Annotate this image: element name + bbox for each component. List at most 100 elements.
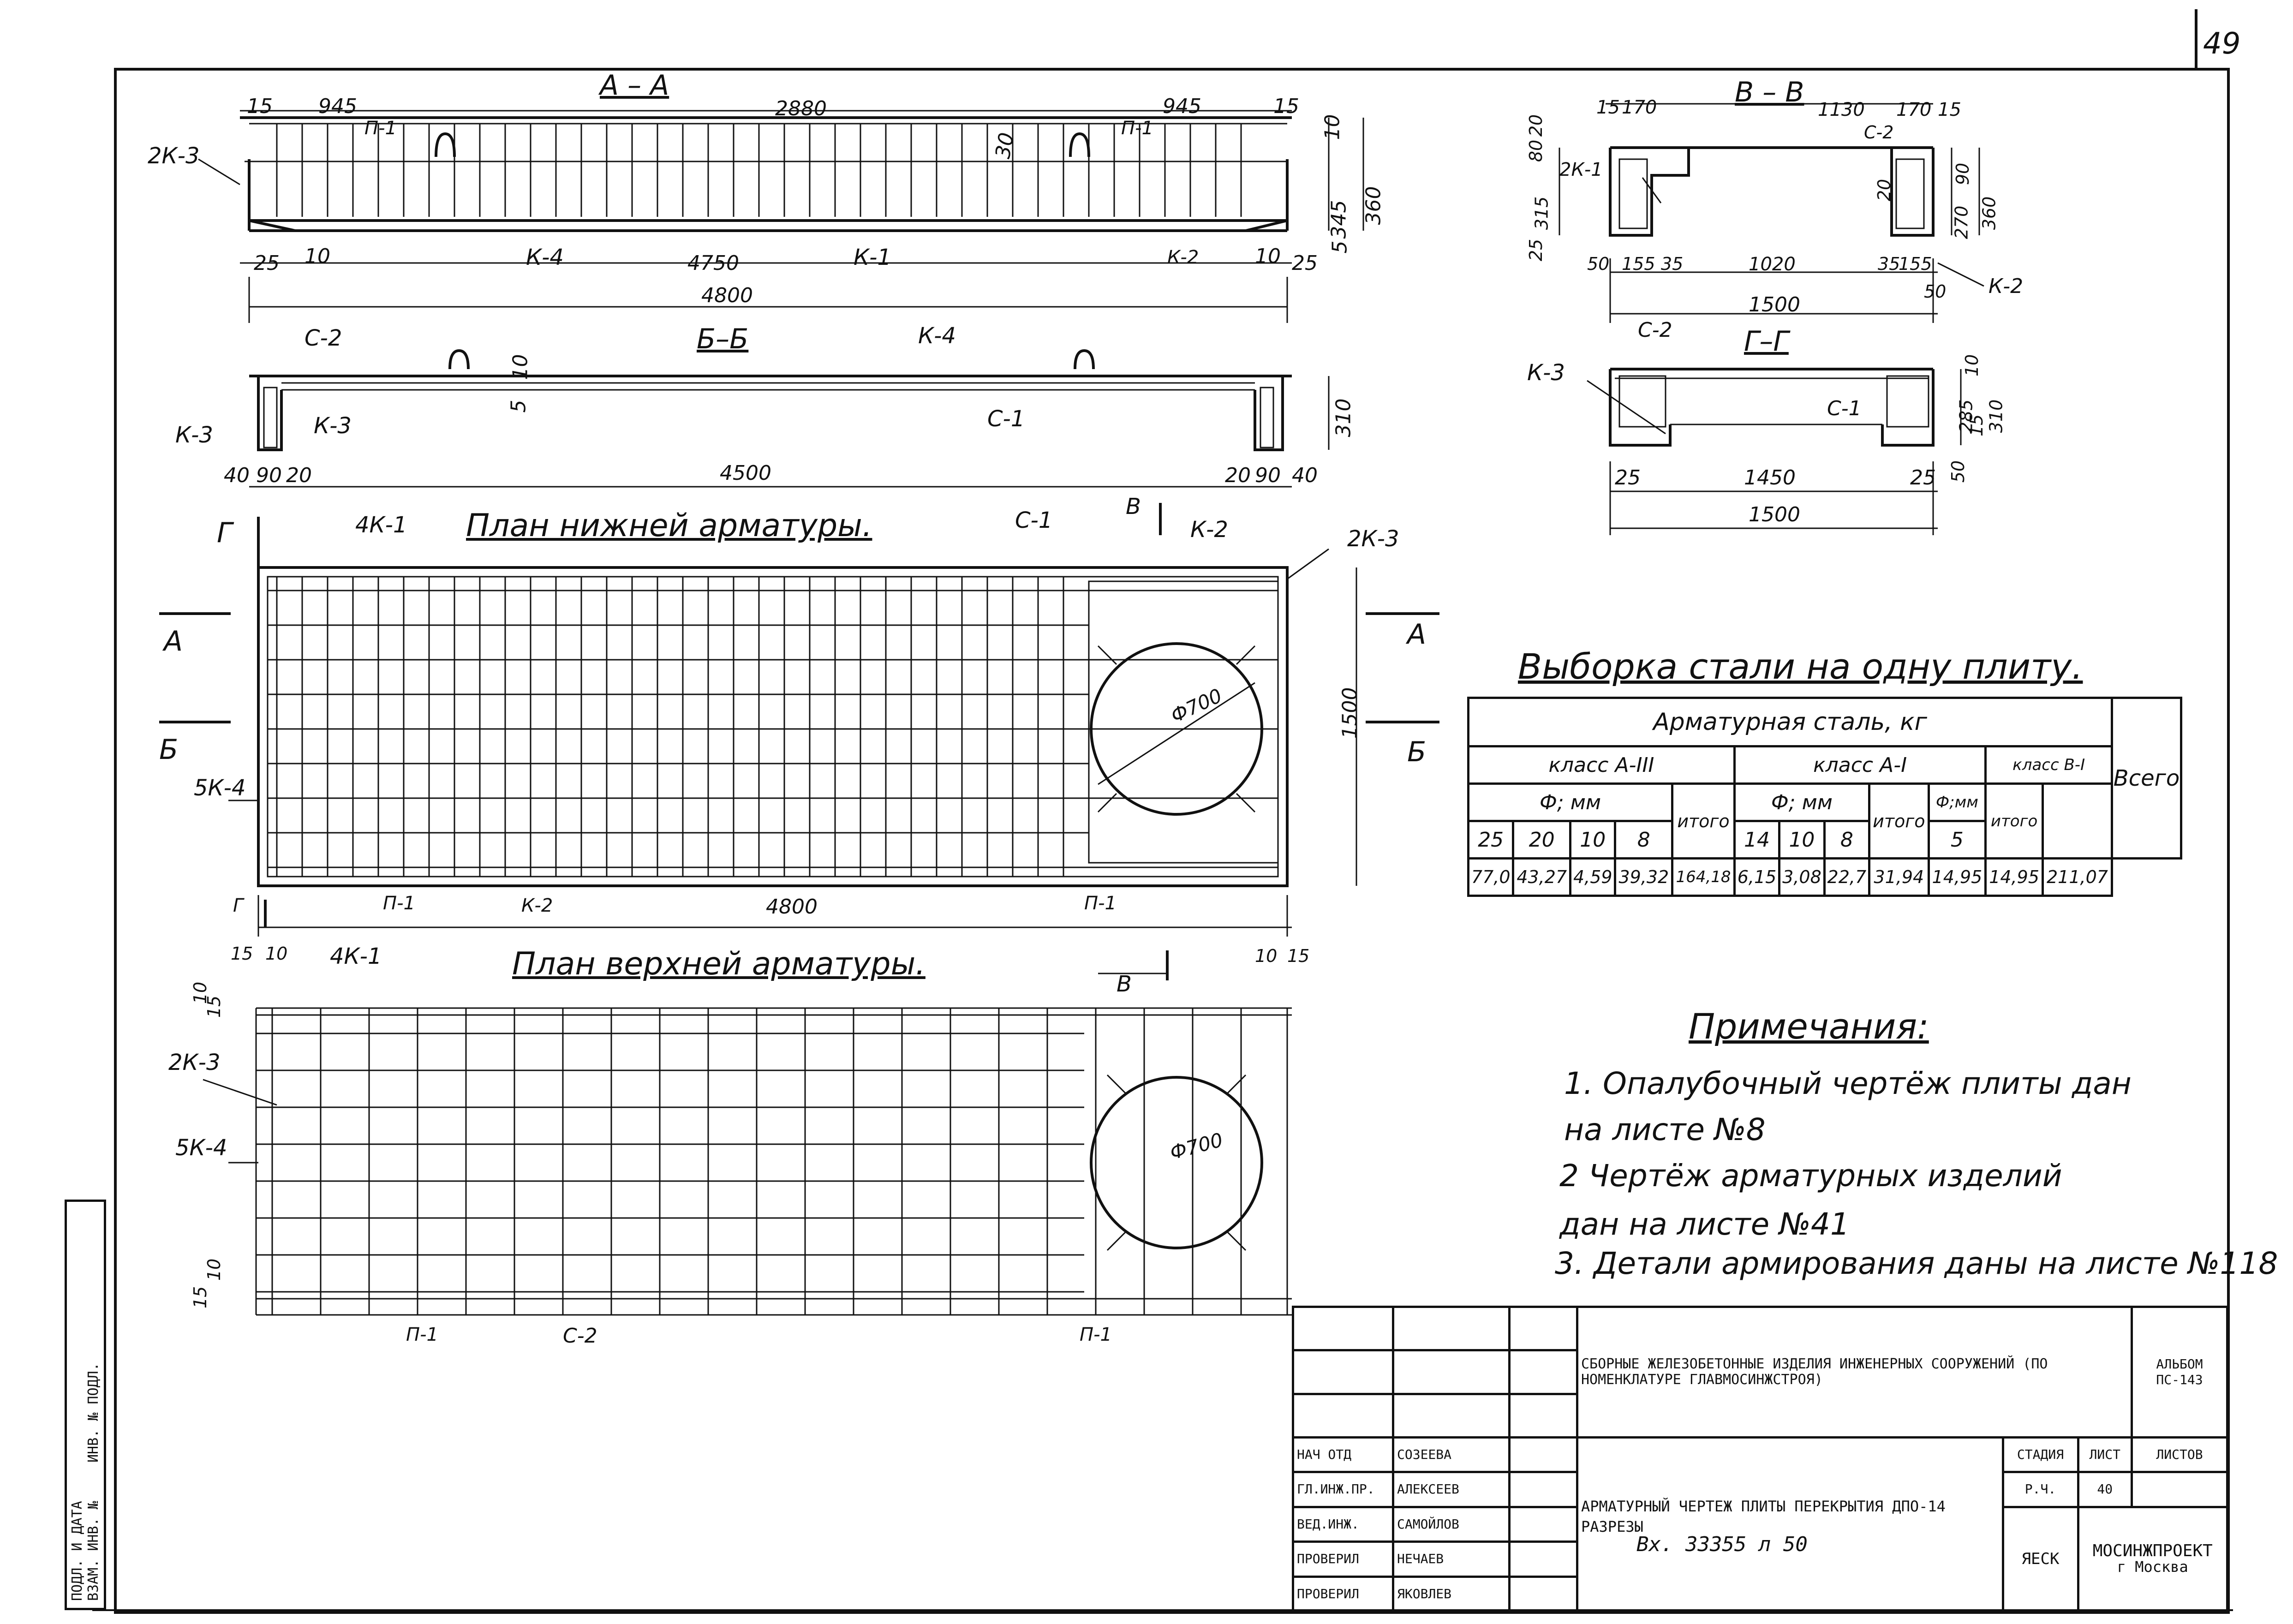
steel-itogo-a1: итого [1868,782,1930,860]
pu-dim-4: 10 [1255,946,1278,966]
bb-dim-3: 4500 [720,461,771,485]
steel-d-a1-0: 14 [1733,820,1781,860]
plan-upper-geometry [255,950,1292,1316]
pl-mark-b-right: Б [1407,736,1427,768]
stamp-line-2: ИНВ. № ПОДЛ. [85,1362,102,1463]
steel-table-title: Выборка стали на одну плиту. [1518,646,2083,687]
side-stamp-box [65,1200,106,1610]
stamp-line-1: ВЗАМ. ИНВ. № [85,1501,102,1601]
aa-dim-top-1: 945 [318,95,357,118]
tb-name-2: САМОЙЛОВ [1392,1505,1511,1543]
bb-mark-k4: К-4 [918,323,956,349]
sheet-frame [114,68,2230,1614]
tb-album-code: ПС-143 [2156,1372,2203,1387]
gg-dim-bottom-2: 25 [1910,466,1936,490]
pl-mark-k2-bottom: К-2 [521,895,553,916]
aa-overall: 4800 [701,284,753,307]
tb-series-desc: СБОРНЫЕ ЖЕЛЕЗОБЕТОННЫЕ ИЗДЕЛИЯ ИНЖЕНЕРНЫ… [1576,1306,2133,1439]
pu-mark-5k4: 5К-4 [175,1135,227,1161]
pl-mark-g-top: Г [217,517,233,549]
pl-mark-5k4: 5К-4 [194,775,246,801]
steel-v-7: 22,7 [1823,857,1871,897]
tb-city: г Москва [2117,1558,2188,1576]
tb-role-3: ПРОВЕРИЛ [1292,1540,1394,1578]
bb-dim-side-2: 5 [507,400,531,413]
tb-org: МОСИНЖПРОЕКТ [2092,1541,2213,1561]
vv-dim-top-4: 15 [1938,99,1961,120]
pu-dim-7: 15 [204,995,225,1018]
tb-name-4: ЯКОВЛЕВ [1392,1575,1511,1613]
steel-total-label: Всего [2111,697,2182,860]
tb-album-label: АЛЬБОМ [2156,1356,2203,1372]
pl-mark-k2: К-2 [1190,517,1228,543]
bb-mark-c2: С-2 [305,325,342,351]
vv-dim-top-0: 15 [1596,97,1620,118]
tb-sheets-label: ЛИСТОВ [2131,1436,2228,1474]
aa-dim-right-2: 5 [1328,240,1352,254]
tb-sheet-label: ЛИСТ [2077,1436,2133,1474]
aa-dim-bottom-0: 25 [254,251,280,275]
vv-mark-c2: С-2 [1864,122,1894,143]
gg-dim-bottom-1: 1450 [1744,466,1796,490]
tb-role-0: НАЧ ОТД [1292,1436,1394,1474]
steel-d-a1-1: 10 [1778,820,1826,860]
steel-header: Арматурная сталь, кг [1467,697,2113,747]
steel-dia-b1: Ф;мм [1927,782,1987,822]
vv-mark-2k1: 2К-1 [1559,159,1603,180]
bb-dim-2: 20 [286,464,312,487]
section-aa-title: А – А [600,69,669,102]
vv-dim-bottom-6: 50 [1924,281,1947,302]
vv-dim-top-1: 170 [1622,97,1657,118]
note-line-4: 3. Детали армирования даны на листе №118 [1555,1246,2278,1281]
tb-role-1: ГЛ.ИНЖ.ПР. [1292,1471,1394,1508]
aa-dim-right-1: 345 [1327,200,1351,239]
tb-stage-label: СТАДИЯ [2001,1436,2079,1474]
pu-mark-v: В [1117,971,1132,997]
pu-dim-5: 15 [1287,946,1310,966]
section-aa-geometry [240,110,1364,323]
pl-mark-g-bottom: Г [233,895,244,916]
vv-dim-top-3: 170 [1896,99,1932,120]
section-bb-title: Б–Б [697,323,749,355]
gg-dim-bottom-0: 25 [1615,466,1641,490]
bb-dim-5: 90 [1255,464,1281,487]
steel-v-0: 77,0 [1467,857,1515,897]
tb-album: АЛЬБОМ ПС-143 [2131,1306,2228,1439]
pl-width: 1500 [1338,687,1362,739]
vv-overall: 1500 [1749,293,1800,316]
aa-dim-bottom-4: 25 [1292,251,1318,275]
steel-dia-a3: Ф; мм [1467,782,1674,822]
tb-stage: Р.Ч. [2001,1471,2079,1508]
pu-dim-0: 15 [231,943,253,964]
aa-dim-bottom-2: 4750 [687,251,739,275]
pl-mark-v: В [1126,494,1141,519]
tb-drawing-title: АРМАТУРНЫЙ ЧЕРТЕЖ ПЛИТЫ ПЕРЕКРЫТИЯ ДПО-1… [1581,1497,1946,1535]
steel-class-a1: класс А-I [1733,745,1987,785]
vv-dim-bottom-5: 155 [1899,254,1932,274]
aa-dim-right-0: 10 [1320,114,1344,140]
bb-mark-k3-left: К-3 [175,422,213,448]
steel-v-10: 14,95 [1984,857,2044,897]
note-line-0: 1. Опалубочный чертёж плиты дан [1564,1066,2132,1101]
tb-sign-0 [1508,1436,1578,1474]
vv-dim-right-1: 270 [1951,205,1972,239]
plan-upper-title: План верхней арматуры. [512,946,926,982]
gg-dim-right-0: 10 [1962,354,1982,377]
note-line-2: 2 Чертёж арматурных изделий [1559,1158,2062,1194]
pu-mark-c2: С-2 [563,1324,597,1348]
steel-class-a3: класс А-III [1467,745,1736,785]
aa-mark-k1: К-1 [854,245,891,270]
bb-dim-side-1: 10 [508,354,532,380]
gg-dim-right-3: 310 [1986,399,2006,433]
steel-v-1: 43,27 [1512,857,1572,897]
steel-d-a1-2: 8 [1823,820,1871,860]
vv-dim-left-2: 315 [1531,196,1552,230]
note-line-1: на листе №8 [1564,1112,1766,1147]
pl-mark-b-left: Б [159,734,179,766]
tb-org-cell: МОСИНЖПРОЕКТ г Москва [2077,1505,2228,1613]
pl-mark-2k3: 2К-3 [1347,526,1399,552]
hole-upper [1090,1076,1263,1249]
bb-mark-c1: С-1 [987,406,1025,432]
vv-dim-bottom-4: 35 [1878,254,1900,274]
